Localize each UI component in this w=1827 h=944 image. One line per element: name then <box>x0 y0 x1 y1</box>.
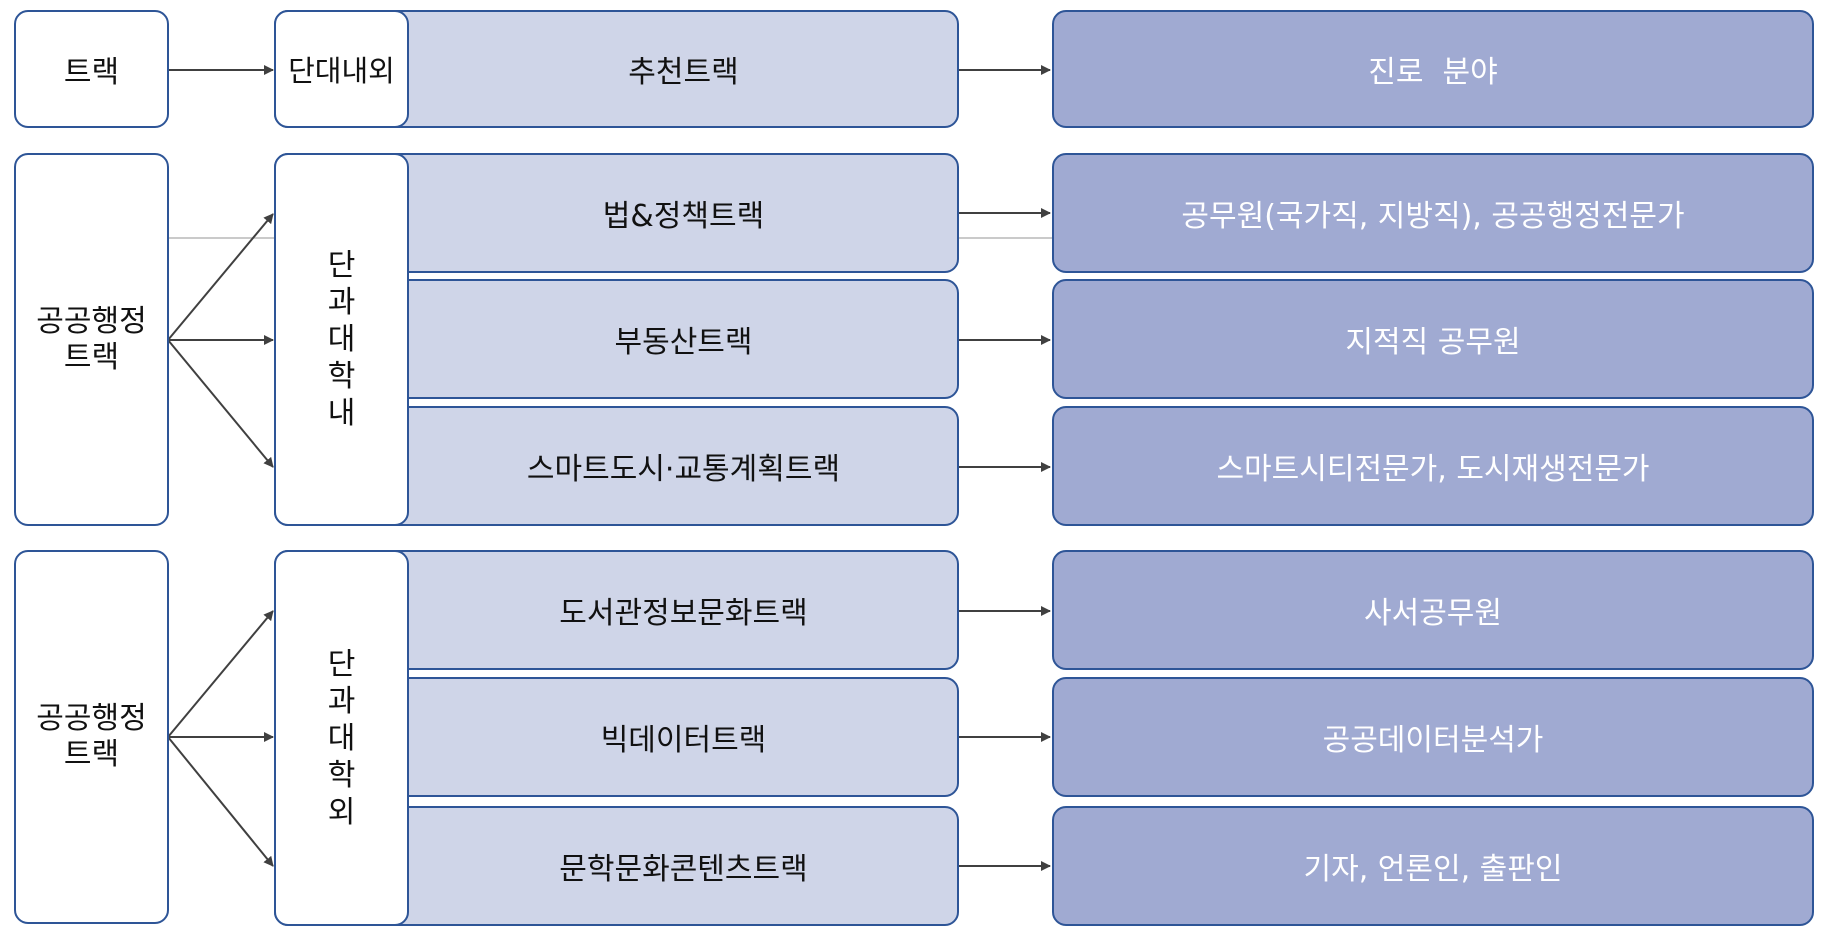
group2-track-1-label: 도서관정보문화트랙 <box>559 596 808 631</box>
group1-scope-char-3: 대 <box>327 322 356 357</box>
group2-scope-char-3: 대 <box>327 720 356 756</box>
group1-scope-char-1: 단 <box>327 248 356 283</box>
header-scope-label: 단대내외 <box>288 54 395 88</box>
group1-left-label-line2: 트랙 <box>63 339 120 375</box>
header-career-box: 진로 분야 <box>1052 10 1814 128</box>
group2-career-3-label: 기자, 언론인, 출판인 <box>1303 852 1563 887</box>
header-scope-box: 단대내외 <box>274 10 409 128</box>
arrow-g1-fan-1 <box>167 213 274 341</box>
group2-left-label-line1: 공공행정 <box>36 701 147 736</box>
group2-left-label-box: 공공행정 트랙 <box>14 550 169 924</box>
header-career-label: 진로 분야 <box>1368 55 1498 90</box>
group2-scope-char-2: 과 <box>327 683 356 719</box>
group1-career-2: 지적직 공무원 <box>1052 279 1814 399</box>
arrow-g2-fan-3 <box>167 736 274 867</box>
group1-track-3-label: 스마트도시·교통계획트랙 <box>526 452 841 487</box>
group1-career-3-label: 스마트시티전문가, 도시재생전문가 <box>1216 452 1650 487</box>
arrow-g1-fan-3 <box>167 339 274 468</box>
group2-scope-box: 단 과 대 학 외 <box>274 550 409 926</box>
group2-career-1: 사서공무원 <box>1052 550 1814 670</box>
group2-career-1-label: 사서공무원 <box>1364 596 1502 631</box>
group2-track-2-label: 빅데이터트랙 <box>600 723 767 758</box>
group1-left-label-box: 공공행정 트랙 <box>14 153 169 526</box>
group2-career-2: 공공데이터분석가 <box>1052 677 1814 797</box>
group1-scope-char-2: 과 <box>327 285 356 320</box>
group1-track-1-label: 법&정책트랙 <box>602 199 765 234</box>
header-track-label: 트랙 <box>63 55 120 90</box>
group2-track-3-label: 문학문화콘텐츠트랙 <box>559 852 808 887</box>
group2-scope-char-1: 단 <box>327 646 356 682</box>
group1-career-2-label: 지적직 공무원 <box>1345 325 1521 360</box>
group1-career-3: 스마트시티전문가, 도시재생전문가 <box>1052 406 1814 526</box>
group1-scope-box: 단 과 대 학 내 <box>274 153 409 526</box>
group1-scope-char-5: 내 <box>327 396 356 431</box>
group1-track-2-label: 부동산트랙 <box>614 325 753 360</box>
group2-scope-char-5: 외 <box>327 794 356 830</box>
group2-career-3: 기자, 언론인, 출판인 <box>1052 806 1814 926</box>
group2-left-label-line2: 트랙 <box>63 737 120 772</box>
group1-left-label-line1: 공공행정 <box>36 303 147 339</box>
arrow-g2-fan-1 <box>167 610 274 738</box>
group2-scope-char-4: 학 <box>327 757 356 793</box>
header-track-box: 트랙 <box>14 10 169 128</box>
group1-career-1: 공무원(국가직, 지방직), 공공행정전문가 <box>1052 153 1814 273</box>
group1-scope-char-4: 학 <box>327 359 356 394</box>
group2-career-2-label: 공공데이터분석가 <box>1322 723 1544 758</box>
header-recommended-label: 추천트랙 <box>628 55 739 90</box>
group1-career-1-label: 공무원(국가직, 지방직), 공공행정전문가 <box>1181 199 1685 234</box>
